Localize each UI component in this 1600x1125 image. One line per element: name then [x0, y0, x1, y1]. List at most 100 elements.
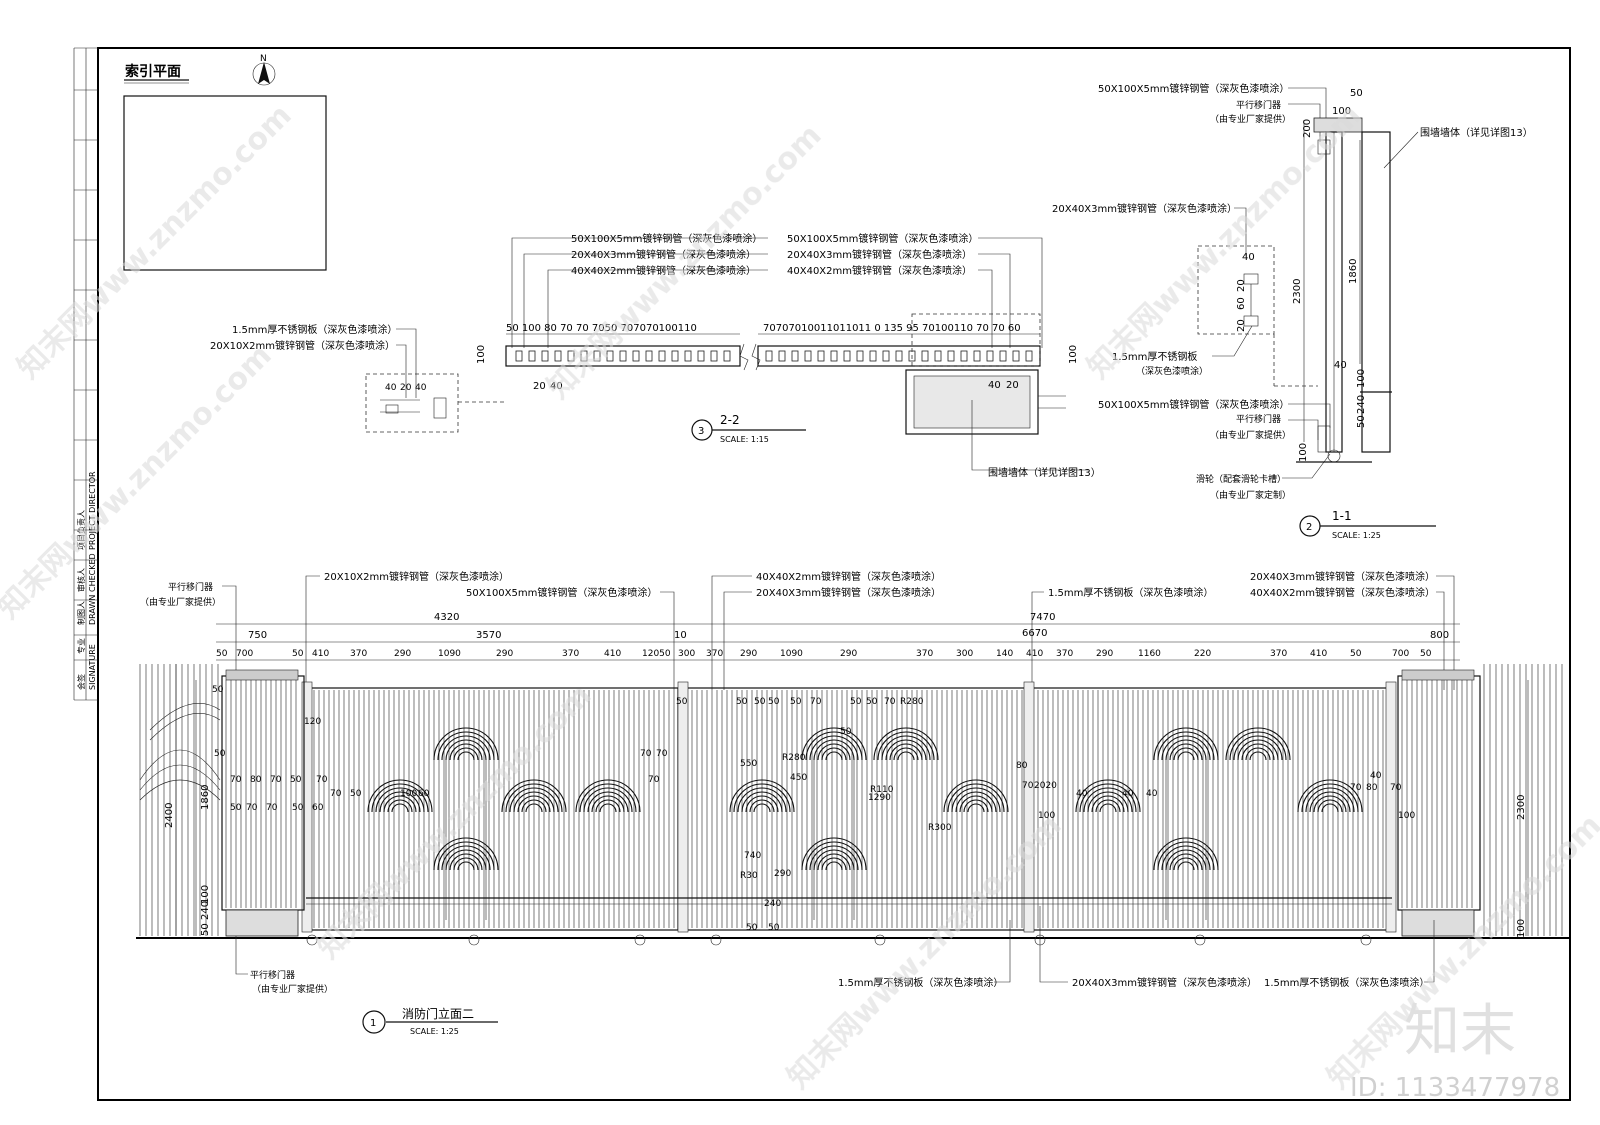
s22-detail-label-0: 1.5mm厚不锈钢板（深灰色漆喷涂）: [232, 323, 397, 336]
elev-dim-inner: 80: [250, 775, 262, 785]
elev-dim-inner: 40: [1370, 771, 1382, 781]
elev-dim-inner: 50: [214, 749, 226, 759]
s11-dim-3: 2300: [1292, 279, 1303, 304]
s11-label-1: 平行移门器: [1236, 99, 1281, 111]
rail-bar: [778, 350, 786, 362]
arch-ring: [889, 743, 923, 761]
elev-dim-row2: 290: [394, 649, 411, 659]
rail-bar: [986, 350, 994, 362]
elev-left-fence: [139, 664, 221, 936]
elev-dim-row2: 410: [1026, 649, 1043, 659]
wheel-icon: [1360, 934, 1372, 946]
elev-dim-inner: R280: [782, 753, 806, 763]
rail-bar: [830, 350, 838, 362]
elev-dim-row2: 300: [678, 649, 695, 659]
s22-scale: SCALE: 1:15: [720, 435, 769, 444]
rail-bar: [671, 350, 679, 362]
elev-label-top-0: 平行移门器: [168, 581, 213, 593]
arch-ring: [877, 731, 935, 761]
s11-label-6: 50X100X5mm镀锌钢管（深灰色漆喷涂）: [1098, 398, 1289, 411]
elev-dim-inner: 70: [1350, 783, 1362, 793]
rail-bar: [973, 350, 981, 362]
watermark-text-4: 知末网www.znzmo.com: [0, 338, 279, 626]
elev-dim-row2: 700: [1392, 649, 1409, 659]
elev-dim-inner: 70: [330, 789, 342, 799]
s22-label-right-2: 40X40X2mm镀锌钢管（深灰色漆喷涂）: [787, 264, 972, 277]
arch-ring: [583, 787, 633, 813]
arch-ring: [1087, 791, 1129, 813]
arch-ring: [801, 727, 867, 761]
elev-dim-row2: 1090: [438, 649, 461, 659]
arch-ring: [963, 799, 989, 813]
arch-ring: [1321, 803, 1339, 813]
elev-dim-inner: 80: [1016, 761, 1028, 771]
fence-arc: [139, 749, 221, 801]
arch-ring: [825, 861, 843, 871]
elev-dim-row2: 50: [1420, 649, 1432, 659]
s11-dim-0: 50: [1350, 88, 1363, 99]
elev-label-top-2: 20X10X2mm镀锌钢管（深灰色漆喷涂）: [324, 570, 509, 583]
arch-ring: [1075, 779, 1141, 813]
elev-dim-inner: 50: [736, 697, 748, 707]
arch-ring: [809, 735, 859, 761]
rail-bar: [895, 350, 903, 362]
rail-bar: [804, 350, 812, 362]
elev-dim-inner: 40: [1122, 789, 1134, 799]
s11-dim-7: 20: [1236, 279, 1247, 292]
elev-right-fence: [1483, 664, 1563, 936]
elev-vdim-4: 240: [200, 901, 211, 920]
rail-bar: [593, 350, 601, 362]
arch-ring: [733, 783, 791, 813]
s11-label-5: （深灰色漆喷涂）: [1136, 365, 1208, 377]
wheel-icon: [634, 934, 646, 946]
s22-wall-label: 围墙墙体（详见详图13）: [988, 466, 1101, 479]
s22-post-outline: [911, 313, 1041, 367]
elev-dim-row2: 410: [312, 649, 329, 659]
elev-dim-inner: 70: [810, 697, 822, 707]
elev-dim-inner: 50: [746, 923, 758, 933]
elev-dim-inner: 290: [774, 869, 791, 879]
elev-dim-row2: 410: [604, 649, 621, 659]
tb-row-3: 审核人: [76, 568, 86, 592]
arch-ring: [737, 787, 787, 813]
s11-dim-10: 50: [1356, 415, 1367, 428]
rail-bar: [723, 350, 731, 362]
elev-dim-inner: R280: [900, 697, 924, 707]
rail-bar: [658, 350, 666, 362]
elev-label-top-6: 1.5mm厚不锈钢板（深灰色漆喷涂）: [1048, 586, 1213, 599]
rail-bar: [580, 350, 588, 362]
elev-label-bottom-4: 1.5mm厚不锈钢板（深灰色漆喷涂）: [1264, 976, 1429, 989]
elev-dim-inner: 70: [640, 749, 652, 759]
elev-dim-inner: 50: [292, 803, 304, 813]
arch-ring: [367, 779, 433, 813]
arch-ring: [1177, 861, 1195, 871]
arch-ring: [501, 779, 567, 813]
arch-ring: [513, 791, 555, 813]
arch-ring: [1157, 841, 1215, 871]
arch-ring: [955, 791, 997, 813]
arch-ring: [1245, 747, 1271, 761]
arch-ring: [1229, 731, 1287, 761]
arch-ring: [521, 799, 547, 813]
arch-ring: [1169, 743, 1203, 761]
s11-dim-9: 20: [1236, 319, 1247, 332]
arch-ring: [821, 857, 847, 871]
elev-dim-inner: 70: [656, 749, 668, 759]
arch-ring: [813, 739, 855, 761]
elev-dim-inner: 50: [230, 803, 242, 813]
elev-dim-row2: 300: [956, 649, 973, 659]
rail-bar: [869, 350, 877, 362]
elev-dim-inner: 100: [400, 789, 417, 799]
rail-bar: [684, 350, 692, 362]
arch-ring: [1297, 779, 1363, 813]
elev-vdim-6: 100: [1516, 919, 1527, 938]
arch-ring: [1305, 787, 1355, 813]
arch-ring: [947, 783, 1005, 813]
elev-label-top-3: 50X100X5mm镀锌钢管（深灰色漆喷涂）: [466, 586, 657, 599]
arch-ring: [729, 779, 795, 813]
arch-ring: [437, 841, 495, 871]
arch-ring: [1241, 743, 1275, 761]
elev-dim-inner: R110: [870, 785, 894, 795]
s11-dim-1: 100: [1332, 106, 1351, 117]
rail-bar: [765, 350, 773, 362]
